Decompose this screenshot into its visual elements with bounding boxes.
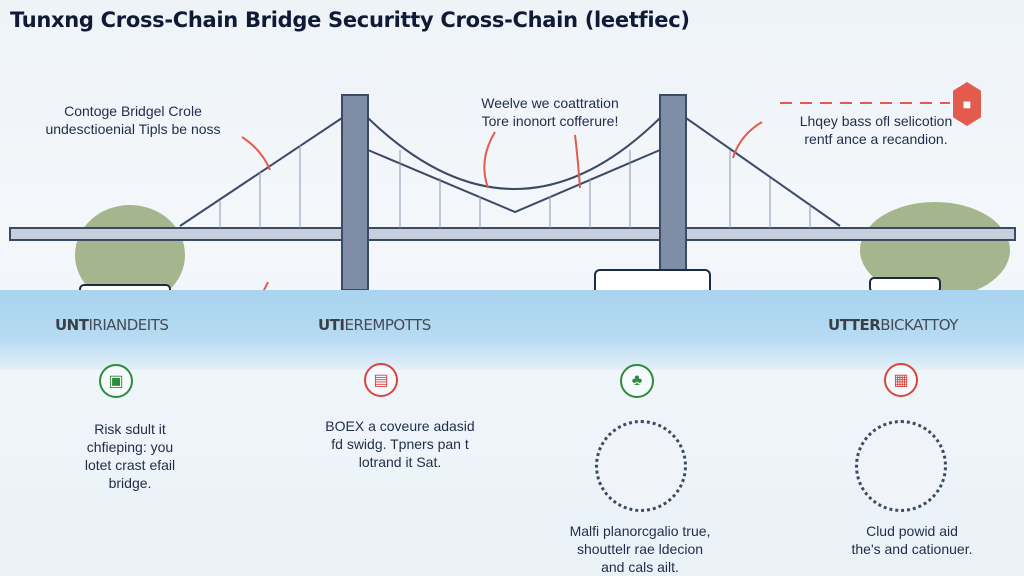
text-line: Malfi planorcgalio true,: [569, 523, 711, 539]
section-heading-4: UTTERBICKATTOY: [828, 316, 958, 334]
callout-line: Tore inonort cofferure!: [481, 113, 619, 129]
callout-line: Lhqey bass ofl selicotion: [799, 113, 953, 129]
text-line: and cals ailt.: [601, 559, 679, 575]
callout-line: Contoge Bridgel Crole: [64, 103, 202, 119]
text-line: lotet crast efail: [84, 457, 176, 473]
river-water: [0, 290, 1024, 370]
callout-right: Lhqey bass ofl selicotion rentf ance a r…: [776, 112, 976, 148]
text-line: bridge.: [108, 475, 152, 491]
section-text-3: Malfi planorcgalio true, shouttelr rae l…: [540, 522, 740, 576]
section-heading-1: UNTIRIANDEITS: [55, 316, 169, 334]
heading-bold: UTTER: [828, 316, 881, 334]
text-line: lotrand it Sat.: [358, 454, 442, 470]
bridge-deck: [9, 227, 1016, 241]
callout-line: undesctioenial Tipls be noss: [45, 121, 221, 137]
section-heading-2: UTIEREMPOTTS: [318, 316, 431, 334]
lock-badge-icon: ■: [953, 82, 981, 126]
hanger-cables: [219, 145, 811, 228]
text-line: Risk sdult it: [94, 421, 166, 437]
page-title: Tunxng Cross-Chain Bridge Securitty Cros…: [10, 8, 690, 32]
text-line: shouttelr rae ldecion: [576, 541, 704, 557]
circuit-icon: ▣: [99, 364, 133, 398]
text-line: Clud powid aid: [866, 523, 958, 539]
heading-bold: UNT: [55, 316, 89, 334]
callout-line: rentf ance a recandion.: [804, 131, 948, 147]
heading-bold: UTI: [318, 316, 345, 334]
safe-icon: ▤: [364, 363, 398, 397]
callout-center: Weelve we coattration Tore inonort coffe…: [460, 94, 640, 130]
heading-rest: EREMPOTTS: [344, 316, 432, 334]
text-line: fd swidg. Tpners pan t: [331, 436, 469, 452]
right-tower: [659, 94, 687, 291]
callout-line: Weelve we coattration: [481, 95, 619, 111]
text-line: the's and cationuer.: [851, 541, 973, 557]
section-text-2: BOEX a coveure adasid fd swidg. Tpners p…: [290, 417, 510, 471]
server-icon: ▦: [884, 363, 918, 397]
heading-rest: IRIANDEITS: [88, 316, 169, 334]
text-line: chfieping: you: [86, 439, 174, 455]
right-trees: [860, 202, 1010, 298]
gear-machine-icon: [855, 420, 947, 512]
section-text-4: Clud powid aid the's and cationuer.: [800, 522, 1024, 558]
section-text-1: Risk sdult it chfieping: you lotet crast…: [40, 420, 220, 492]
gear-server-icon: [595, 420, 687, 512]
tree-icon: ♣: [620, 364, 654, 398]
heading-rest: BICKATTOY: [880, 316, 958, 334]
text-line: BOEX a coveure adasid: [325, 418, 475, 434]
left-tower: [341, 94, 369, 291]
callout-left: Contoge Bridgel Crole undesctioenial Tip…: [28, 102, 238, 138]
suspension-cables: [179, 117, 841, 227]
